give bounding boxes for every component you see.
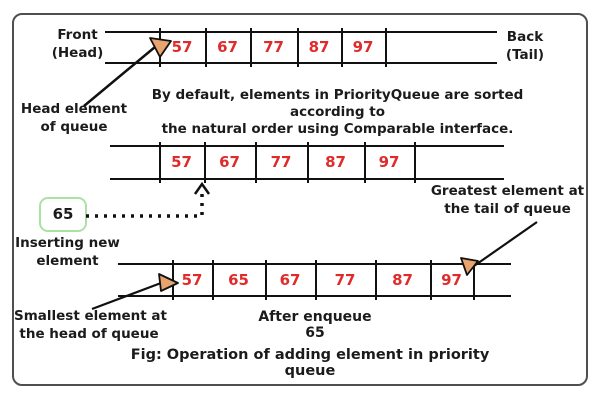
- head-element-label: Head element of queue: [14, 100, 134, 136]
- smallest-element-label: Smallest element at the head of queue: [14, 307, 167, 343]
- queue-divider: [159, 142, 161, 183]
- queue-cell: 97: [441, 271, 462, 289]
- queue-cell: 57: [171, 38, 193, 56]
- figure-caption: Fig: Operation of adding element in prio…: [130, 347, 490, 379]
- greatest-label-line1: Greatest element at: [430, 183, 585, 199]
- description-line2: the natural order using Comparable inter…: [161, 121, 514, 137]
- queue-divider: [385, 28, 387, 67]
- description-text: By default, elements in PriorityQueue ar…: [115, 87, 560, 138]
- description-line1: By default, elements in PriorityQueue ar…: [151, 87, 524, 120]
- inserting-label-line2: element: [36, 253, 99, 269]
- queue-divider: [307, 142, 309, 183]
- queue-divider: [204, 142, 206, 183]
- greatest-element-label: Greatest element at the tail of queue: [430, 182, 585, 218]
- queue-divider: [315, 260, 317, 300]
- queue-divider: [414, 142, 416, 183]
- queue-divider: [341, 28, 343, 67]
- queue-cell: 65: [228, 271, 249, 289]
- inserting-label-line1: Inserting new: [15, 235, 120, 251]
- queue-cell: 67: [217, 38, 238, 56]
- top-queue: [105, 31, 497, 64]
- smallest-label-line1: Smallest element at: [14, 308, 167, 324]
- queue-cell: 67: [219, 153, 240, 171]
- back-tail-label: Back (Tail): [480, 28, 570, 64]
- back-label-line2: (Tail): [505, 47, 545, 63]
- queue-cell: 97: [378, 153, 400, 171]
- smallest-label-line2: the head of queue: [19, 326, 159, 342]
- queue-cell: 57: [181, 271, 203, 289]
- queue-divider: [364, 142, 366, 183]
- queue-cell: 87: [325, 153, 346, 171]
- queue-cell: 77: [334, 271, 356, 289]
- queue-divider: [375, 260, 377, 300]
- queue-cell: 77: [270, 153, 292, 171]
- queue-divider: [255, 142, 257, 183]
- queue-divider: [265, 260, 267, 300]
- front-label-line1: Front: [57, 27, 98, 43]
- queue-cell: 87: [392, 271, 413, 289]
- head-element-line2: of queue: [40, 119, 108, 135]
- queue-cell: 97: [352, 38, 374, 56]
- front-head-label: Front (Head): [30, 26, 125, 62]
- bottom-queue: [118, 263, 511, 297]
- queue-cell: 77: [263, 38, 284, 56]
- queue-divider: [297, 28, 299, 67]
- queue-cell: 87: [308, 38, 330, 56]
- queue-cell: 67: [279, 271, 301, 289]
- queue-divider: [205, 28, 207, 67]
- queue-divider: [212, 260, 214, 300]
- new-element-box: 65: [39, 197, 87, 232]
- queue-divider: [473, 260, 475, 300]
- front-label-line2: (Head): [51, 45, 104, 61]
- inserting-new-element-label: Inserting new element: [10, 234, 125, 270]
- back-label-line1: Back: [506, 29, 544, 45]
- queue-divider: [430, 260, 432, 300]
- queue-divider: [250, 28, 252, 67]
- queue-cell: 57: [171, 153, 192, 171]
- after-enqueue-text: After enqueue 65: [258, 309, 372, 341]
- greatest-label-line2: the tail of queue: [444, 201, 571, 217]
